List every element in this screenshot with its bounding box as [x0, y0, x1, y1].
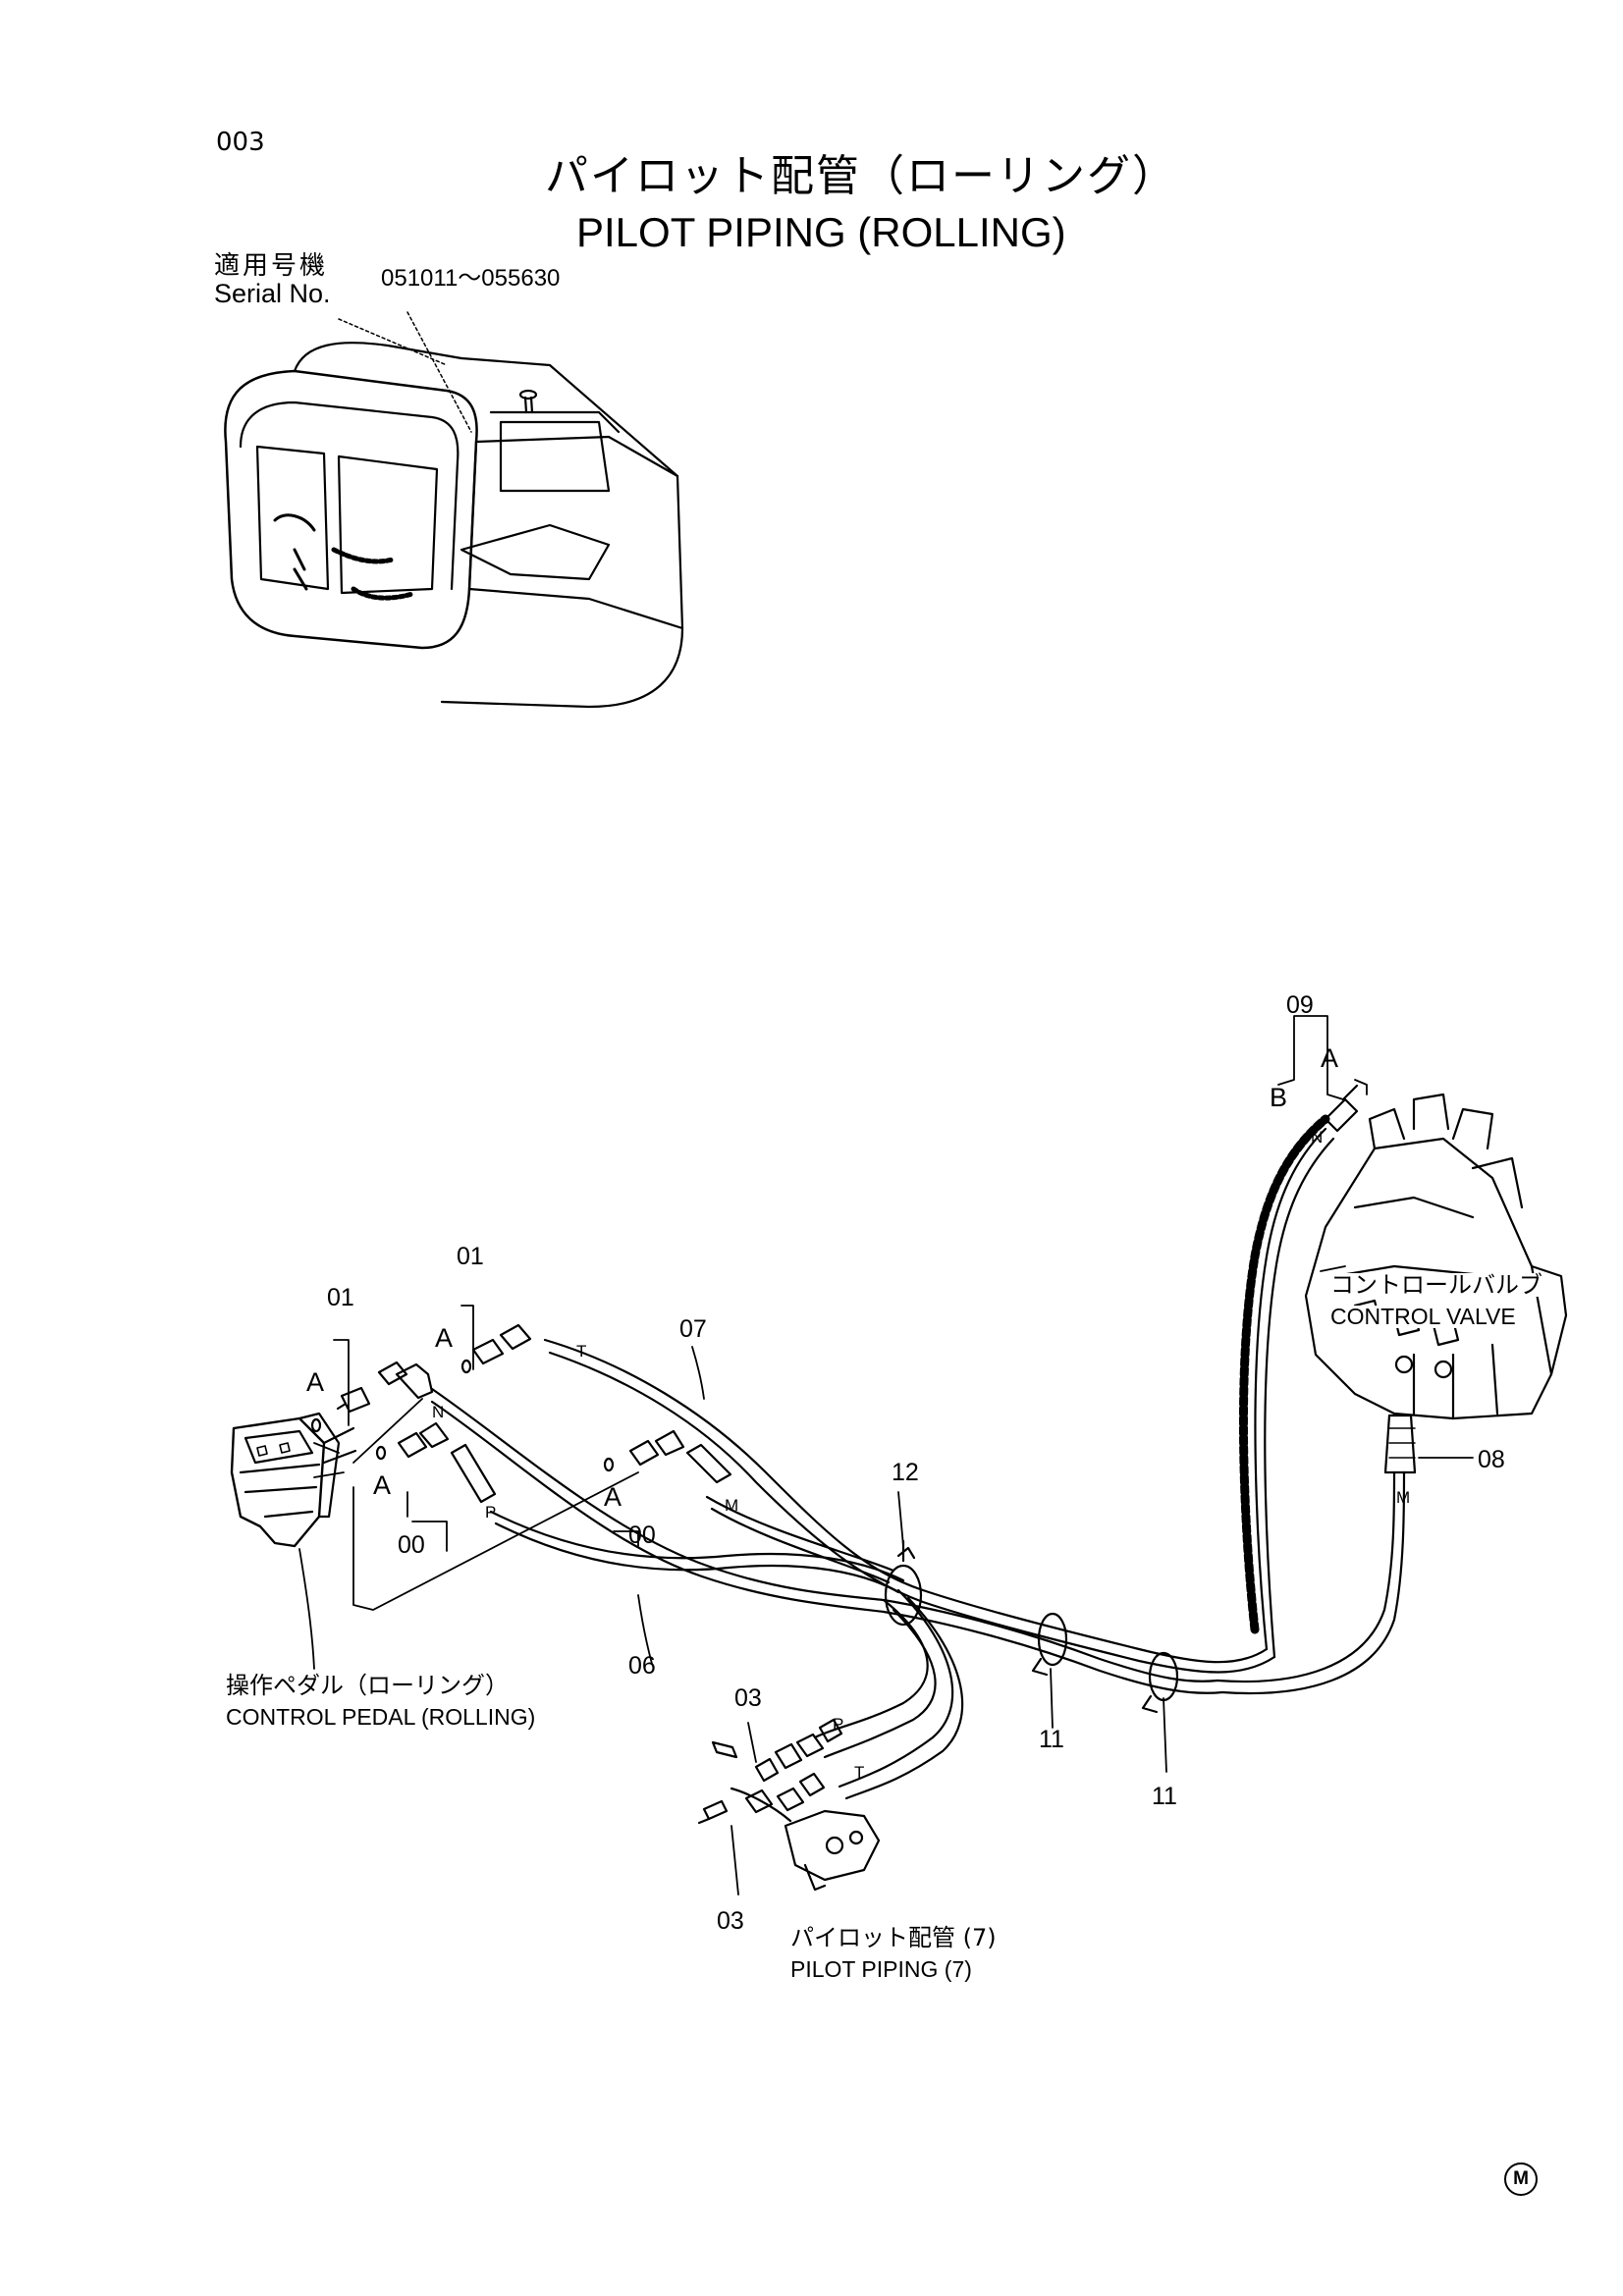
port-label-n: N [432, 1403, 445, 1421]
control-valve-label-japanese: コントロールバルブ [1330, 1271, 1542, 1299]
pilot-piping-label-english: PILOT PIPING (7) [790, 1956, 972, 1982]
callout-12: 12 [892, 1459, 919, 1486]
control-valve-illustration [1304, 1093, 1568, 1420]
callout-07: 07 [679, 1315, 707, 1343]
port-label-m: M [725, 1496, 739, 1515]
serial-range: 051011～055630 [381, 265, 561, 292]
serial-label-japanese: 適用号機 [214, 251, 329, 281]
page-number: 003 [216, 128, 265, 157]
control-pedal-label-english: CONTROL PEDAL (ROLLING) [226, 1704, 536, 1730]
callout-11-right: 11 [1152, 1783, 1177, 1810]
callout-01-right: 01 [457, 1243, 484, 1270]
callout-06: 06 [628, 1652, 656, 1680]
excavator-overview-illustration [224, 311, 684, 709]
pedal-connection-lines [313, 1398, 639, 1611]
callout-03-top: 03 [734, 1684, 762, 1712]
port-label-m: M [1396, 1488, 1411, 1507]
valve-hose [1216, 1084, 1417, 1695]
callout-01-left: 01 [327, 1284, 354, 1311]
port-label-b: B [1270, 1083, 1288, 1112]
port-label-a: A [373, 1470, 392, 1500]
port-label-a: A [1321, 1043, 1339, 1073]
port-label-a: A [435, 1323, 454, 1353]
callout-leaders [298, 1015, 1474, 1896]
manufacturer-mark: M [1504, 2163, 1538, 2196]
port-label-a: A [306, 1367, 325, 1397]
port-label-t: T [854, 1763, 865, 1782]
page-title-english: PILOT PIPING (ROLLING) [576, 209, 1066, 255]
control-valve-label-english: CONTROL VALVE [1330, 1304, 1516, 1329]
port-label-p: P [485, 1503, 497, 1522]
serial-label-english: Serial No. [214, 279, 331, 308]
page-title-japanese: パイロット配管（ローリング） [545, 151, 1177, 201]
callout-00-left: 00 [398, 1531, 425, 1559]
pilot-piping-7-illustration [697, 1718, 881, 1892]
hose-bundle [430, 1338, 1276, 1800]
callout-00-right: 00 [628, 1522, 656, 1549]
pedal-fittings [310, 1323, 732, 1504]
callout-08: 08 [1478, 1446, 1505, 1473]
callout-03-bottom: 03 [717, 1907, 744, 1935]
port-label-n: N [1311, 1128, 1324, 1147]
callout-11-left: 11 [1039, 1726, 1064, 1753]
callout-09: 09 [1286, 991, 1314, 1019]
port-label-t: T [576, 1342, 587, 1361]
port-label-a: A [604, 1482, 622, 1512]
control-pedal-illustration [230, 1412, 357, 1548]
pilot-piping-label-japanese: パイロット配管 (7) [790, 1924, 997, 1951]
port-label-p: P [833, 1715, 844, 1734]
hose-clamps [884, 1539, 1179, 1714]
control-pedal-label-japanese: 操作ペダル（ローリング） [226, 1672, 509, 1699]
